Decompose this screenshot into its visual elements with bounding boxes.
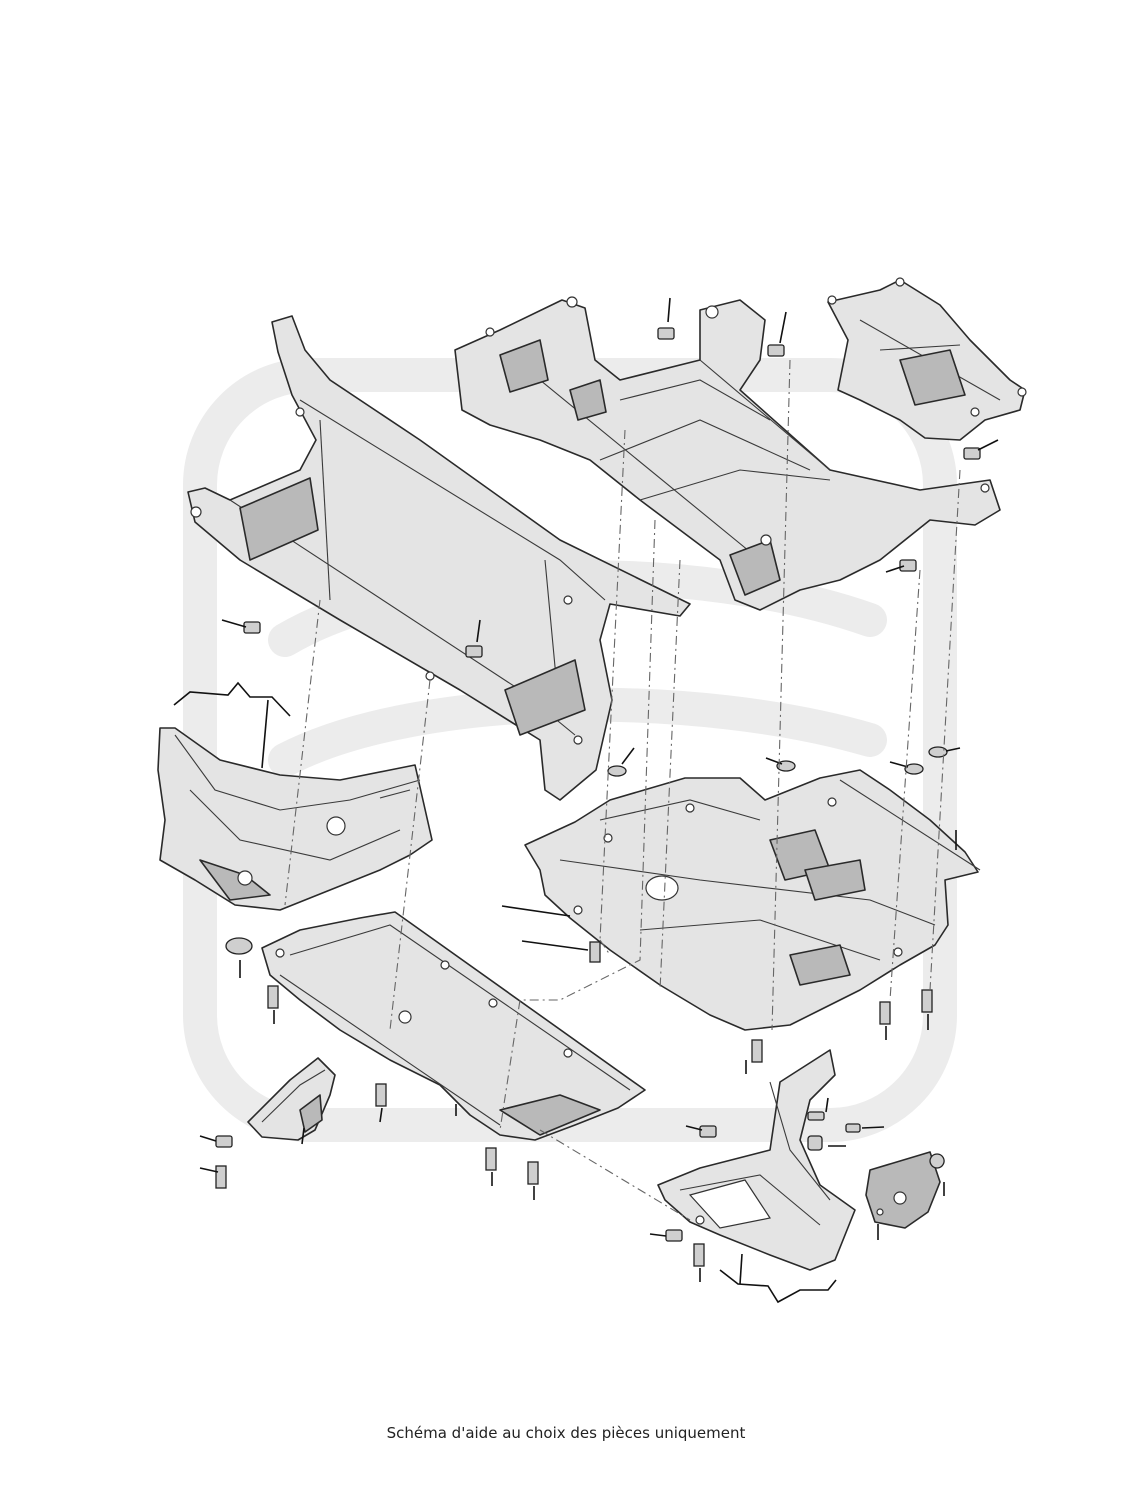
front-carrier-frame[interactable] (187, 315, 691, 801)
air-duct[interactable] (247, 1057, 336, 1141)
left-wheel-arch-liner[interactable] (157, 727, 433, 911)
right-wheel-arch-liner[interactable] (657, 1049, 856, 1271)
footer-caption: Schéma d'aide au choix des pièces unique… (386, 1424, 746, 1442)
front-subframe[interactable] (454, 296, 1001, 611)
engine-mount-bracket[interactable] (827, 277, 1027, 441)
rear-underbody-panel[interactable] (524, 769, 981, 1031)
front-underbody-panel[interactable] (261, 911, 646, 1141)
leader-lines (173, 297, 999, 1304)
assembly-lines (284, 359, 961, 1221)
mounting-plate[interactable] (865, 1151, 945, 1229)
